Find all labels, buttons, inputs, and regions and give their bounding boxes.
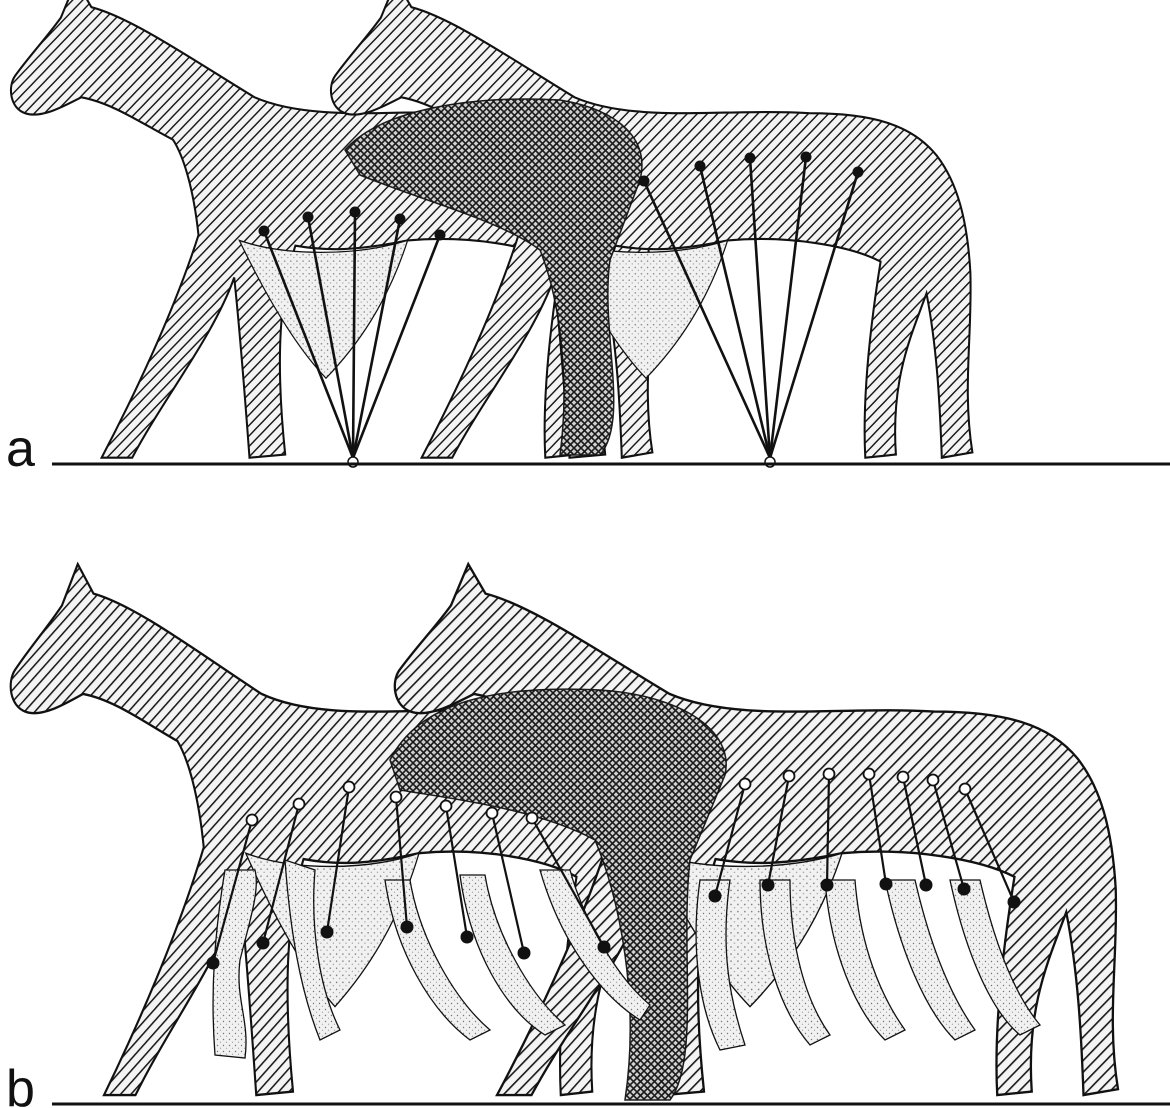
panel-label-b: b: [6, 1060, 35, 1108]
panel-label-a: a: [6, 420, 35, 478]
panel-b: b: [6, 564, 1170, 1108]
panel-a: a: [6, 0, 1170, 478]
